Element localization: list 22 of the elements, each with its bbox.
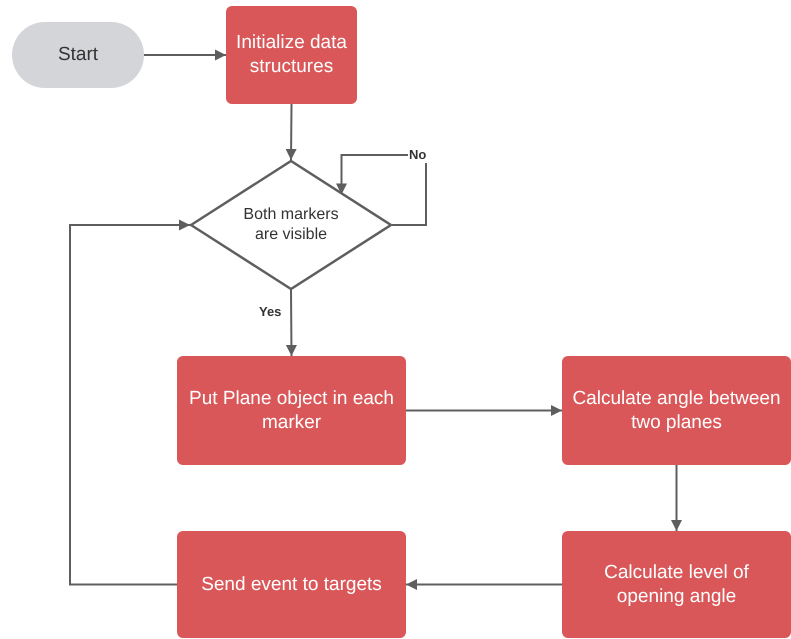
- process-box: [226, 6, 357, 104]
- arrow: [336, 154, 427, 226]
- arrow: [406, 579, 562, 590]
- node-label: Send event to targets: [201, 572, 382, 596]
- process-box: [177, 356, 406, 465]
- node-label: Start: [58, 43, 98, 67]
- process-box: [177, 531, 406, 638]
- node-label: Initialize data structures: [235, 31, 348, 79]
- arrow: [286, 290, 297, 356]
- arrow: [69, 220, 190, 586]
- node-label: Both markers are visible: [242, 205, 340, 245]
- node-label: Calculate angle between two planes: [571, 386, 782, 434]
- process-box: [562, 356, 791, 465]
- node-label: Put Plane object in each marker: [188, 386, 395, 434]
- process-box: [562, 531, 791, 638]
- edge-label: No: [408, 147, 428, 163]
- node-label: Calculate level of opening angle: [603, 560, 750, 608]
- arrow: [671, 465, 682, 531]
- arrow: [406, 405, 562, 416]
- decision-diamond: [190, 160, 392, 290]
- arrow: [286, 104, 297, 160]
- arrow: [144, 50, 226, 60]
